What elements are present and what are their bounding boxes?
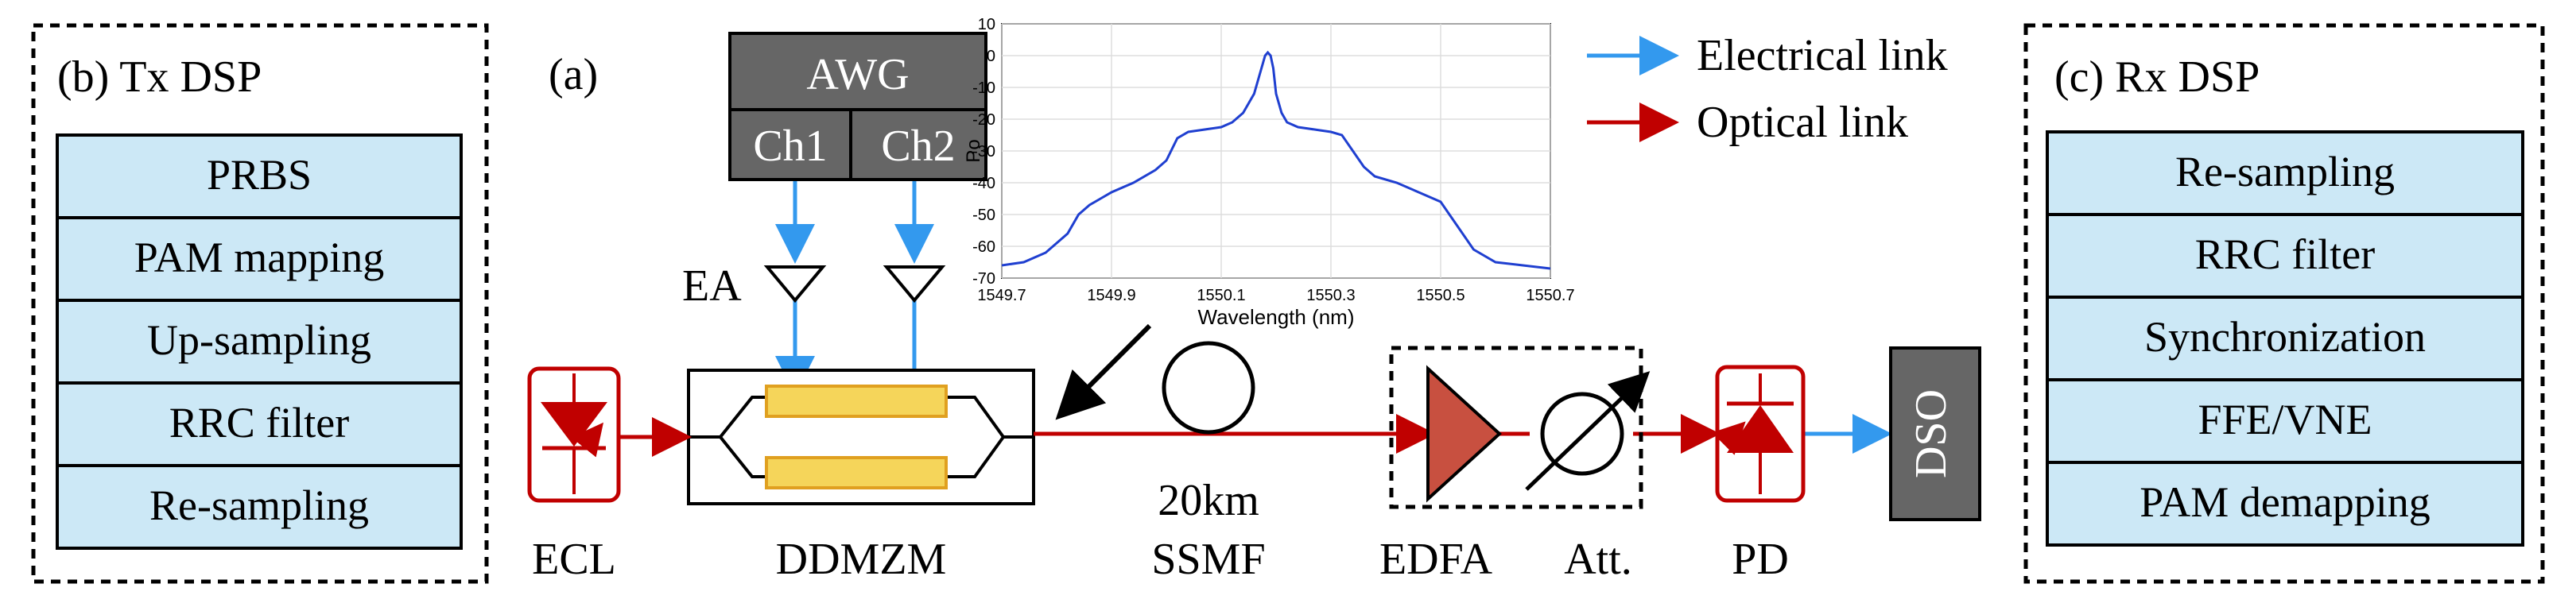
chart-pointer-arrow: [1055, 323, 1152, 420]
tx-block: PRBS: [56, 133, 463, 219]
tx-block: Up-sampling: [56, 299, 463, 385]
mzm-lower-arm: [765, 456, 948, 489]
dso-label: DSO: [1907, 389, 1956, 478]
pd-label: PD: [1732, 535, 1789, 584]
rx-block: RRC filter: [2046, 213, 2524, 299]
chart-x-ticks: 1549.7 1549.9 1550.1 1550.3 1550.5 1550.7: [977, 287, 1574, 304]
y-tick-label: -60: [972, 238, 995, 256]
x-tick-label: 1549.7: [977, 287, 1026, 304]
legend: Electrical link Optical link: [1587, 31, 1948, 147]
y-tick-label: 10: [978, 16, 995, 33]
tx-block-label: PAM mapping: [134, 234, 385, 281]
rx-block: PAM demapping: [2046, 461, 2524, 547]
rx-block-label: Re-sampling: [2175, 148, 2395, 195]
ea-amplifiers: EA: [682, 261, 946, 311]
fiber-spool: 20km SSMF: [1151, 341, 1266, 584]
tx-block-label: Re-sampling: [149, 481, 369, 529]
ddmzm-modulator: DDMZM: [687, 369, 1035, 584]
awg-ch1-port: [728, 108, 852, 181]
tx-dsp-title: (b) Tx DSP: [57, 52, 262, 102]
ea-amplifier-1-icon: [763, 265, 827, 304]
y-tick-label: -40: [972, 175, 995, 192]
awg-ch2-label: Ch2: [881, 122, 955, 171]
rx-block: Re-sampling: [2046, 130, 2524, 216]
y-tick-label: -70: [972, 270, 995, 288]
ea-amplifier-2-icon: [883, 265, 946, 304]
rx-block-label: RRC filter: [2195, 230, 2376, 278]
mzm-upper-arm: [765, 385, 948, 418]
y-tick-label: 0: [987, 48, 995, 65]
ecl-label: ECL: [532, 535, 616, 584]
fiber-length-label: 20km: [1158, 476, 1259, 525]
rx-block: Synchronization: [2046, 296, 2524, 381]
att-label: Att.: [1564, 535, 1632, 584]
rx-dsp-title: (c) Rx DSP: [2054, 52, 2260, 102]
awg-block: AWG Ch1 Ch2: [728, 32, 987, 181]
fiber-type-label: SSMF: [1151, 535, 1265, 584]
rx-block-label: Synchronization: [2144, 313, 2426, 361]
tx-block-label: Up-sampling: [147, 316, 371, 364]
awg-label: AWG: [806, 50, 909, 99]
rx-block-label: FFE/VNE: [2198, 396, 2372, 443]
awg-ch2-port: [849, 108, 987, 181]
optical-links: [619, 414, 1721, 457]
photodiode: PD: [1712, 365, 1806, 584]
tx-block: Re-sampling: [56, 464, 463, 550]
x-tick-label: 1550.5: [1416, 287, 1465, 304]
dso-oscilloscope: DSO: [1889, 346, 1981, 521]
chart-grid: [1001, 23, 1551, 279]
fiber-coil-icon: [1162, 341, 1255, 435]
chart-xlabel: Wavelength (nm): [1198, 305, 1355, 329]
y-tick-label: -50: [972, 207, 995, 224]
tx-block-label: PRBS: [207, 151, 312, 199]
rx-block: FFE/VNE: [2046, 378, 2524, 464]
rx-dsp-panel: (c) Rx DSP Re-sampling RRC filter Synchr…: [2023, 23, 2545, 584]
ea-label: EA: [682, 261, 742, 311]
panel-a-label: (a): [549, 50, 598, 99]
ddmzm-label: DDMZM: [776, 535, 947, 584]
legend-optical-label: Optical link: [1697, 98, 1908, 147]
rx-block-label: PAM demapping: [2140, 478, 2431, 526]
x-tick-label: 1550.7: [1526, 287, 1574, 304]
ecl-laser: ECL: [527, 366, 621, 584]
rx-dsp-blocks: Re-sampling RRC filter Synchronization F…: [2046, 130, 2524, 547]
amplifier-group: EDFA Att.: [1379, 346, 1651, 584]
y-tick-label: -10: [972, 79, 995, 97]
edfa-label: EDFA: [1379, 535, 1493, 584]
spectrum-chart: 10 0 -10 -20 -30 -40 -50 -60 -70 1549.7 1549.9 155…: [963, 16, 1575, 329]
edfa-icon: [1426, 365, 1502, 503]
x-tick-label: 1550.1: [1197, 287, 1245, 304]
spectrum-series-line: [1002, 50, 1550, 270]
tx-dsp-panel: (b) Tx DSP PRBS PAM mapping Up-sampling …: [31, 23, 489, 584]
tx-block: PAM mapping: [56, 216, 463, 302]
x-tick-label: 1550.3: [1306, 287, 1355, 304]
chart-ylabel: Po: [963, 139, 984, 162]
awg-ch1-label: Ch1: [753, 122, 827, 171]
tx-block-label: RRC filter: [169, 399, 350, 447]
tx-dsp-blocks: PRBS PAM mapping Up-sampling RRC filter …: [56, 133, 463, 550]
tx-block: RRC filter: [56, 381, 463, 467]
legend-electrical-label: Electrical link: [1697, 31, 1948, 80]
y-tick-label: -20: [972, 111, 995, 129]
y-tick-label: -30: [972, 143, 995, 160]
x-tick-label: 1549.9: [1087, 287, 1135, 304]
chart-y-ticks: 10 0 -10 -20 -30 -40 -50 -60 -70: [972, 16, 995, 288]
